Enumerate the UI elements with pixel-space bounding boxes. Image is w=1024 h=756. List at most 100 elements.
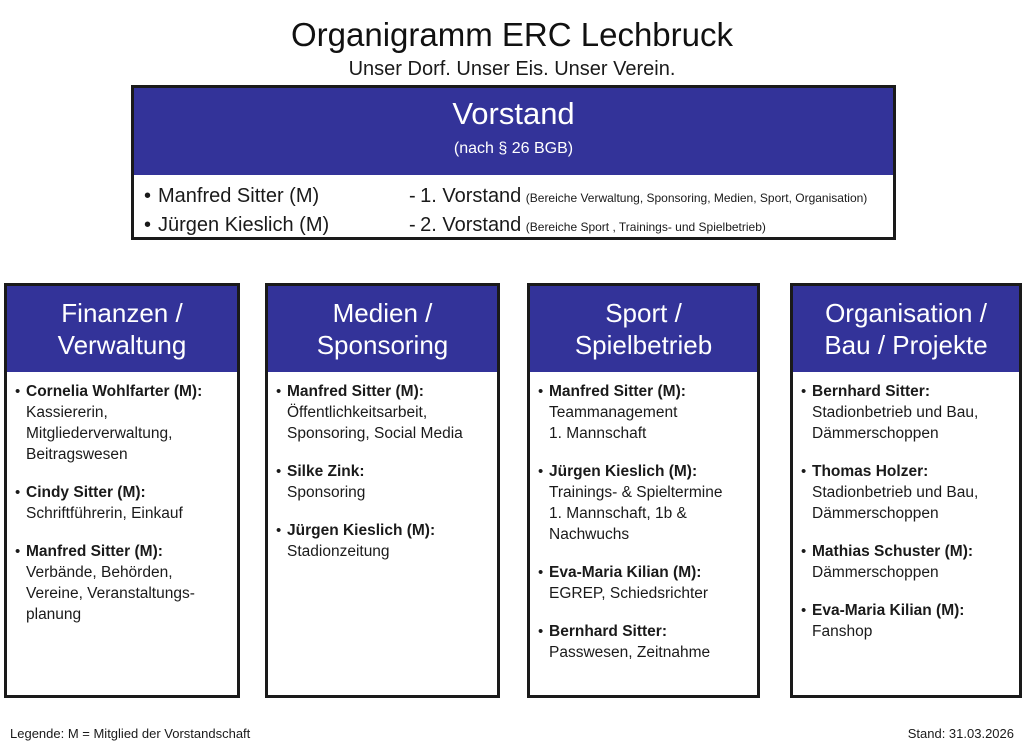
entry-detail-line: Nachwuchs [549,526,630,543]
entry-detail-line: Fanshop [812,623,873,640]
entry-detail-line: Teammanagement [549,404,678,421]
department-body: • Cornelia Wohlfarter (M): Kassiererin, … [7,372,237,695]
entry-text: Silke Zink: Sponsoring [287,461,491,503]
bullet-icon: • [144,214,152,236]
bullet-icon: • [538,623,544,640]
department-header-line: Organisation / [825,298,987,328]
dash-separator: - [409,185,416,207]
entry-detail-line: Schriftführerin, Einkauf [26,505,183,522]
department-box-medien-sponsoring: Medien / Sponsoring • Manfred Sitter (M)… [265,283,500,698]
department-header-line: Medien / [332,298,433,328]
department-entry: • Cindy Sitter (M): Schriftführerin, Ein… [15,482,231,524]
entry-detail-line: Sponsoring [287,484,366,501]
department-header-line: Finanzen / [61,298,183,328]
entry-text: Cornelia Wohlfarter (M): Kassiererin, Mi… [26,381,231,465]
vorstand-role-wrap: - 1. Vorstand (Bereiche Verwaltung, Spon… [409,183,867,209]
department-entry: • Cornelia Wohlfarter (M): Kassiererin, … [15,381,231,465]
bullet-icon: • [144,185,152,207]
vorstand-member-row: •Manfred Sitter (M) - 1. Vorstand (Berei… [144,183,893,212]
entry-person-name: Manfred Sitter (M): [26,543,163,560]
department-header: Sport / Spielbetrieb [530,286,757,372]
entry-person-name: Cornelia Wohlfarter (M): [26,383,203,400]
bullet-icon: • [538,463,544,480]
entry-text: Eva-Maria Kilian (M): EGREP, Schiedsrich… [549,562,751,604]
entry-text: Manfred Sitter (M): Öffentlichkeitsarbei… [287,381,491,444]
entry-detail-line: Stadionzeitung [287,543,390,560]
entry-detail-line: Dämmerschoppen [812,564,939,581]
department-box-sport-spielbetrieb: Sport / Spielbetrieb • Manfred Sitter (M… [527,283,760,698]
entry-detail-line: Trainings- & Spieltermine [549,484,723,501]
bullet-icon: • [801,602,807,619]
entry-person-name: Jürgen Kieslich (M): [549,463,698,480]
department-entry: • Jürgen Kieslich (M): Trainings- & Spie… [538,461,751,545]
entry-text: Eva-Maria Kilian (M): Fanshop [812,600,1013,642]
bullet-icon: • [801,383,807,400]
entry-person-name: Manfred Sitter (M): [549,383,686,400]
entry-detail-line: Vereine, Veranstaltungs- [26,585,195,602]
entry-detail-line: Mitgliederverwaltung, [26,425,173,442]
department-entry: • Eva-Maria Kilian (M): EGREP, Schiedsri… [538,562,751,604]
vorstand-role-label: 1. Vorstand [420,185,522,207]
page-title: Organigramm ERC Lechbruck [291,16,733,53]
bullet-icon: • [801,463,807,480]
department-box-finanzen-verwaltung: Finanzen / Verwaltung • Cornelia Wohlfar… [4,283,240,698]
entry-person-name: Thomas Holzer: [812,463,929,480]
entry-detail-line: Öffentlichkeitsarbeit, [287,404,428,421]
department-header: Organisation / Bau / Projekte [793,286,1019,372]
bullet-icon: • [801,543,807,560]
vorstand-body: •Manfred Sitter (M) - 1. Vorstand (Berei… [134,175,893,241]
department-entry: • Silke Zink: Sponsoring [276,461,491,503]
department-entry: • Manfred Sitter (M): Öffentlichkeitsarb… [276,381,491,444]
entry-person-name: Cindy Sitter (M): [26,484,146,501]
entry-person-name: Eva-Maria Kilian (M): [812,602,965,619]
entry-text: Thomas Holzer: Stadionbetrieb und Bau, D… [812,461,1013,524]
entry-text: Mathias Schuster (M): Dämmerschoppen [812,541,1013,583]
bullet-icon: • [276,463,282,480]
vorstand-title: Vorstand [452,96,575,131]
entry-detail-line: Stadionbetrieb und Bau, [812,484,979,501]
department-entry: • Jürgen Kieslich (M): Stadionzeitung [276,520,491,562]
entry-detail-line: Stadionbetrieb und Bau, [812,404,979,421]
department-header: Finanzen / Verwaltung [7,286,237,372]
bullet-icon: • [15,383,21,400]
vorstand-header: Vorstand (nach § 26 BGB) [134,88,893,175]
department-entry: • Bernhard Sitter: Stadionbetrieb und Ba… [801,381,1013,444]
entry-detail-line: Kassiererin, [26,404,108,421]
department-header-line: Sport / [605,298,682,328]
entry-text: Jürgen Kieslich (M): Trainings- & Spielt… [549,461,751,545]
entry-person-name: Jürgen Kieslich (M): [287,522,436,539]
department-body: • Manfred Sitter (M): Öffentlichkeitsarb… [268,372,497,695]
department-entry: • Thomas Holzer: Stadionbetrieb und Bau,… [801,461,1013,524]
department-entry: • Bernhard Sitter: Passwesen, Zeitnahme [538,621,751,663]
entry-person-name: Eva-Maria Kilian (M): [549,564,702,581]
department-entry: • Manfred Sitter (M): Teammanagement 1. … [538,381,751,444]
bullet-icon: • [15,484,21,501]
entry-detail-line: 1. Mannschaft, 1b & [549,505,687,522]
footer-date-stand: Stand: 31.03.2026 [907,726,1014,741]
department-box-organisation-bau-projekte: Organisation / Bau / Projekte • Bernhard… [790,283,1022,698]
entry-text: Bernhard Sitter: Stadionbetrieb und Bau,… [812,381,1013,444]
entry-detail-line: EGREP, Schiedsrichter [549,585,709,602]
entry-detail-line: Dämmerschoppen [812,505,939,522]
entry-detail-line: Beitragswesen [26,446,128,463]
vorstand-role-label: 2. Vorstand [420,214,522,236]
bullet-icon: • [15,543,21,560]
vorstand-member-name: •Jürgen Kieslich (M) [144,212,409,238]
entry-person-name: Silke Zink: [287,463,365,480]
department-header: Medien / Sponsoring [268,286,497,372]
department-header-line: Bau / Projekte [824,330,988,360]
bullet-icon: • [538,383,544,400]
department-body: • Bernhard Sitter: Stadionbetrieb und Ba… [793,372,1019,695]
department-entry: • Mathias Schuster (M): Dämmerschoppen [801,541,1013,583]
entry-detail-line: Passwesen, Zeitnahme [549,644,711,661]
department-entry: • Eva-Maria Kilian (M): Fanshop [801,600,1013,642]
entry-person-name: Bernhard Sitter: [549,623,667,640]
entry-detail-line: planung [26,606,82,623]
footer-legend: Legende: M = Mitglied der Vorstandschaft [10,726,251,741]
bullet-icon: • [538,564,544,581]
entry-detail-line: Dämmerschoppen [812,425,939,442]
entry-text: Jürgen Kieslich (M): Stadionzeitung [287,520,491,562]
vorstand-role-scope: (Bereiche Sport , Trainings- und Spielbe… [525,220,766,234]
title-block: Organigramm ERC Lechbruck Unser Dorf. Un… [0,16,1024,82]
department-body: • Manfred Sitter (M): Teammanagement 1. … [530,372,757,695]
